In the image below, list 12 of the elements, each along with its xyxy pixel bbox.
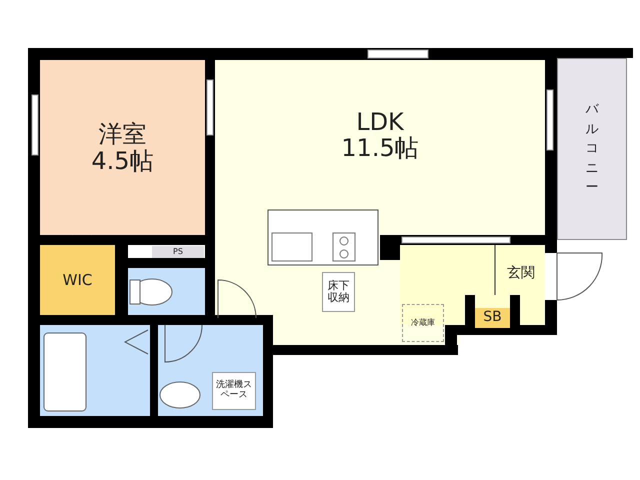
room-label: WIC — [40, 245, 115, 315]
storage-label: SB — [475, 308, 510, 328]
appliance-space: 冷蔵庫 — [402, 304, 444, 342]
storage-hatch: 床下収納 — [322, 272, 355, 312]
room-label: PS — [152, 246, 204, 258]
room-name: 洋室 — [98, 121, 146, 148]
room-label: バルコニー — [557, 58, 627, 240]
room-label: 玄関 — [500, 260, 542, 288]
appliance-space: 洗濯機スペース — [212, 372, 256, 410]
room-size: 11.5帖 — [341, 135, 419, 162]
room-name: LDK — [356, 108, 404, 135]
room-size: 4.5帖 — [91, 148, 154, 174]
